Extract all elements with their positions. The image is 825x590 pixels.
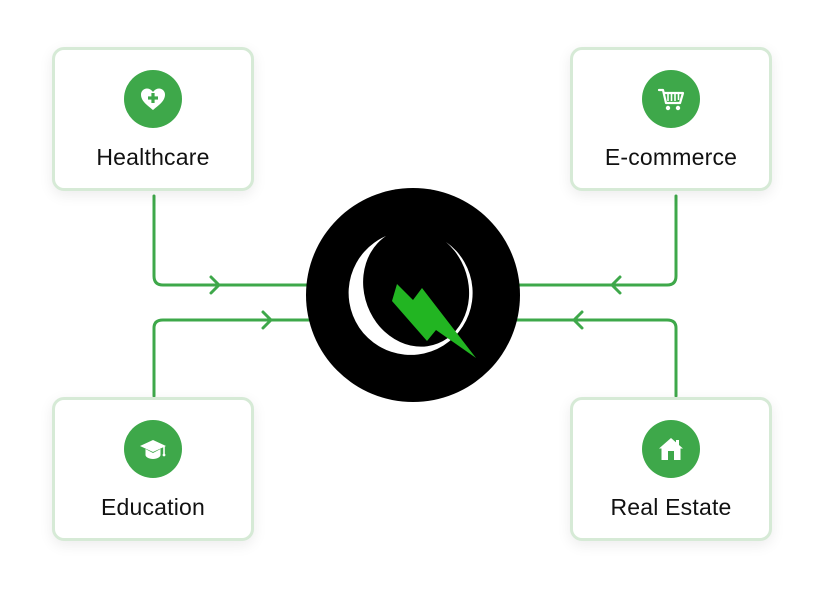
card-label-ecommerce: E-commerce	[604, 144, 738, 170]
healthcare-icon-badge	[124, 70, 182, 128]
card-realestate[interactable]: Real Estate	[570, 397, 772, 541]
arrowhead-ecommerce	[610, 275, 622, 295]
house-icon	[659, 438, 683, 460]
card-ecommerce[interactable]: E-commerce	[570, 47, 772, 191]
realestate-icon-badge	[642, 420, 700, 478]
connector-realestate	[503, 318, 678, 398]
card-education[interactable]: Education	[52, 397, 254, 541]
card-label-realestate: Real Estate	[610, 494, 732, 520]
arrowhead-healthcare	[209, 275, 221, 295]
shopping-cart-icon	[657, 88, 685, 111]
central-hub	[306, 188, 520, 402]
graduation-cap-icon	[140, 440, 166, 459]
card-label-healthcare: Healthcare	[96, 144, 210, 170]
arrowhead-education	[261, 310, 273, 330]
arrowhead-realestate	[572, 310, 584, 330]
ecommerce-icon-badge	[642, 70, 700, 128]
heart-plus-icon	[141, 88, 165, 110]
card-healthcare[interactable]: Healthcare	[52, 47, 254, 191]
lightning-bolt-ring-logo	[348, 236, 476, 358]
connector-education	[152, 318, 322, 398]
connector-ecommerce	[503, 194, 678, 287]
card-label-education: Education	[100, 494, 206, 520]
education-icon-badge	[124, 420, 182, 478]
connector-healthcare	[152, 194, 322, 287]
